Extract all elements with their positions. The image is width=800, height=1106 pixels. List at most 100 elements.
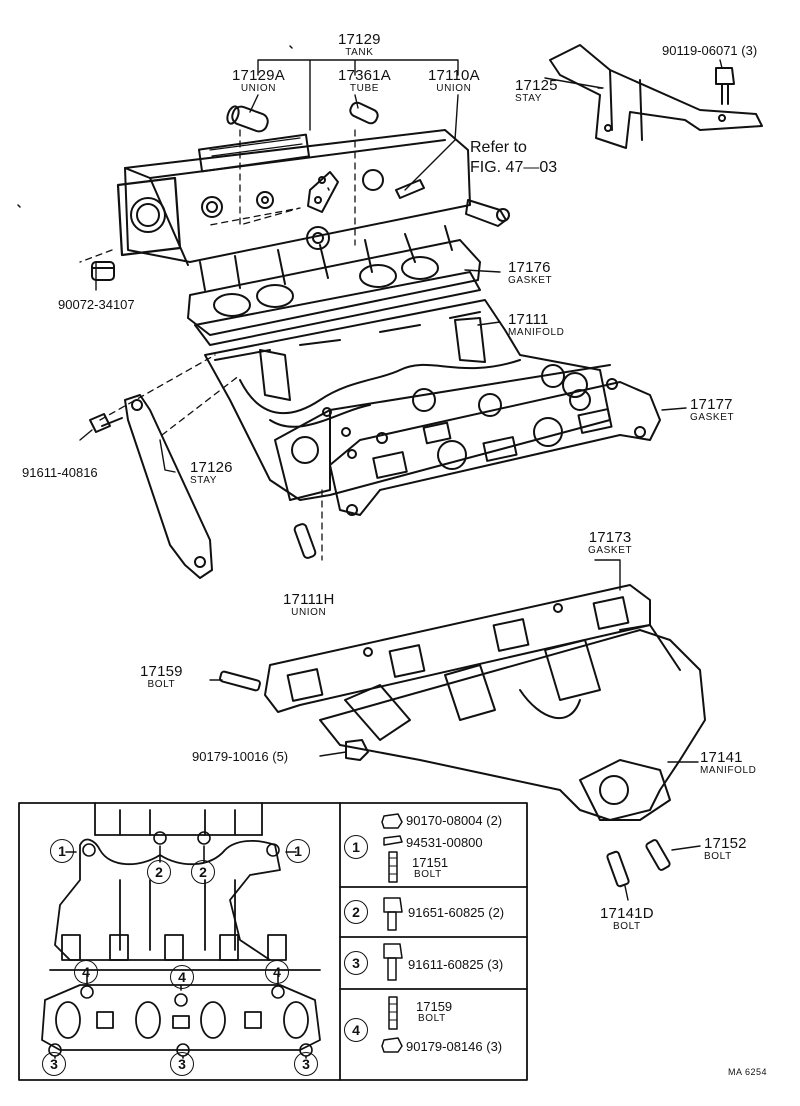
part-name: GASKET (508, 275, 553, 286)
tube-17361a-drawing (349, 101, 379, 125)
part-number: 17129A (232, 67, 285, 84)
bolt-90119-drawing (715, 67, 735, 105)
label-17159: 17159 BOLT (140, 664, 183, 690)
inset-fasteners (48, 831, 313, 1059)
inset-callout-2-right: 2 (191, 860, 215, 884)
table-row4-item1: 90179-08146 (3) (406, 1039, 503, 1054)
table-glyphs (381, 813, 403, 1053)
table-row1-part: 17151 (412, 855, 449, 870)
refer-note: Refer to FIG. 47—03 (470, 138, 557, 178)
table-key-4: 4 (344, 1018, 368, 1042)
inset-callout-3-left: 3 (42, 1052, 66, 1076)
label-17129: 17129 TANK (338, 32, 381, 58)
part-number: 17361A (338, 67, 391, 84)
part-number: 17177 (690, 396, 733, 413)
label-17125: 17125 STAY (515, 78, 558, 104)
part-name: STAY (190, 475, 218, 486)
inset-box (18, 802, 528, 1081)
bolt-17141d-drawing (606, 850, 630, 888)
bolt-17159-drawing (219, 670, 261, 692)
gasket-17177-drawing (329, 378, 661, 516)
stray-marks (17, 45, 330, 208)
label-17361a: 17361A TUBE (338, 68, 391, 94)
part-number-90119: 90119-06071 (3) (662, 43, 758, 58)
part-name: BOLT (147, 679, 176, 690)
gasket-17173-drawing (264, 584, 651, 713)
table-row3-item1: 91611-60825 (3) (408, 957, 504, 972)
table-key-3: 3 (344, 951, 368, 975)
part-name: TANK (345, 47, 374, 58)
gasket-17176-drawing (187, 239, 481, 346)
table-key-2: 2 (344, 900, 368, 924)
dashed-assembly-lines (79, 129, 356, 561)
table-row1-item2: 94531-00800 (406, 835, 483, 850)
label-17152: 17152 BOLT (704, 836, 747, 862)
stay-17126-drawing (124, 394, 213, 579)
part-name: STAY (515, 93, 543, 104)
part-name: BOLT (612, 921, 641, 932)
label-17176: 17176 GASKET (508, 260, 552, 286)
part-name: MANIFOLD (508, 327, 565, 338)
table-key-1: 1 (344, 835, 368, 859)
leader-lines (79, 59, 723, 901)
label-17177: 17177 GASKET (690, 397, 734, 423)
refer-union-drawing (465, 199, 510, 227)
bolt-91611-40816-drawing (89, 413, 123, 433)
inset-callout-3-mid: 3 (170, 1052, 194, 1076)
part-name: GASKET (690, 412, 735, 423)
label-17110a: 17110A UNION (428, 68, 480, 94)
part-name: GASKET (588, 545, 633, 556)
exhaust-manifold-17141-drawing (319, 624, 706, 821)
label-17111: 17111 MANIFOLD (508, 312, 564, 338)
label-17173: 17173 GASKET (588, 530, 632, 556)
stay-17125-drawing (549, 44, 763, 149)
part-number: 17152 (704, 835, 747, 852)
intake-manifold-17111-drawing (204, 299, 611, 501)
nut-90179-10016-drawing (345, 739, 369, 761)
inset-callout-1-right: 1 (286, 839, 310, 863)
inset-callout-4-left: 4 (74, 960, 98, 984)
part-number-91611-40816: 91611-40816 (22, 465, 98, 480)
table-row1-item1: 90170-08004 (2) (406, 813, 503, 828)
part-number: 17141D (600, 905, 654, 922)
part-name: UNION (240, 83, 277, 94)
label-17129a: 17129A UNION (232, 68, 285, 94)
table-row2-item1: 91651-60825 (2) (408, 905, 505, 920)
part-name: UNION (436, 83, 472, 94)
part-name: TUBE (349, 83, 379, 94)
label-17141: 17141 MANIFOLD (700, 750, 756, 776)
part-number: 17141 (700, 749, 743, 766)
part-name: MANIFOLD (700, 765, 757, 776)
part-number: 17176 (508, 259, 551, 276)
inset-callout-4-mid: 4 (170, 965, 194, 989)
label-17126: 17126 STAY (190, 460, 233, 486)
part-number: 17173 (588, 529, 632, 546)
inset-manifold-view (41, 802, 321, 1051)
part-number: 17111H (283, 591, 335, 608)
union-17110a-drawing (395, 179, 425, 199)
part-number: 17111 (508, 311, 549, 328)
union-17111h-drawing (293, 523, 317, 559)
figure-code: MA 6254 (728, 1067, 768, 1077)
table-row4-part-name: BOLT (418, 1013, 446, 1024)
part-number: 17125 (515, 77, 558, 94)
refer-line-2: FIG. 47—03 (470, 159, 558, 176)
part-name: UNION (291, 607, 327, 618)
union-17129a-drawing (226, 105, 269, 133)
inset-callout-2-left: 2 (147, 860, 171, 884)
part-number: 17110A (428, 67, 480, 84)
label-17141d: 17141D BOLT (600, 906, 654, 932)
inset-callout-4-right: 4 (265, 960, 289, 984)
surge-tank-drawing (116, 129, 471, 291)
part-number: 17129 (338, 31, 381, 48)
inset-callout-3-right: 3 (294, 1052, 318, 1076)
table-row4-part: 17159 (416, 999, 453, 1014)
part-number-90179-10016: 90179-10016 (5) (192, 749, 289, 764)
refer-line-1: Refer to (470, 139, 527, 156)
part-number-90072: 90072-34107 (58, 297, 135, 312)
table-row1-part-name: BOLT (414, 869, 442, 880)
inset-callout-1-left: 1 (50, 839, 74, 863)
bolt-17152-drawing (645, 839, 671, 871)
part-number: 17159 (140, 663, 183, 680)
